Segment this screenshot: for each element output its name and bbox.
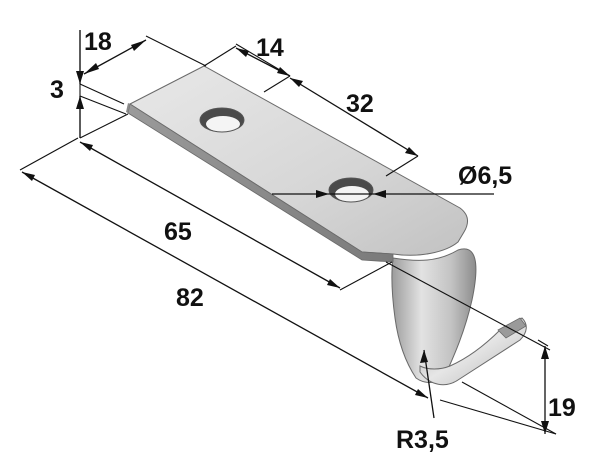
bracket-part — [126, 65, 527, 386]
dim-line-82 — [21, 171, 429, 399]
dimension-lines — [21, 30, 549, 434]
foot-tip — [497, 317, 527, 339]
label-14: 14 — [256, 34, 284, 62]
extension-lines — [19, 30, 557, 435]
bracket-end-edge — [126, 103, 130, 113]
label-hole-diameter: Ø6,5 — [458, 162, 512, 190]
hole-2 — [328, 177, 374, 203]
label-3: 3 — [50, 76, 64, 104]
label-radius: R3,5 — [396, 426, 449, 454]
label-32: 32 — [346, 90, 374, 118]
label-19: 19 — [548, 394, 576, 422]
hole-1 — [199, 107, 245, 133]
dim-line-32 — [289, 77, 419, 157]
label-82: 82 — [176, 284, 204, 312]
dim-line-65 — [79, 141, 341, 289]
dimension-labels: 18 14 3 32 Ø6,5 65 82 19 R3,5 — [50, 28, 576, 454]
label-18: 18 — [84, 28, 112, 56]
label-65: 65 — [164, 218, 192, 246]
